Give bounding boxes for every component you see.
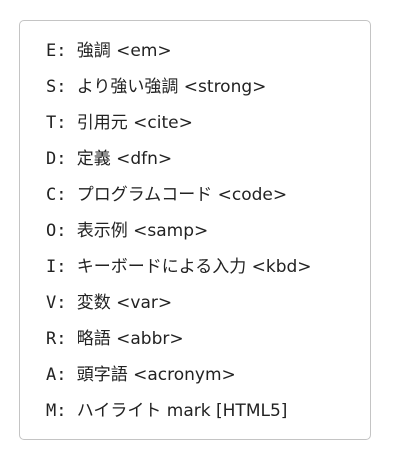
shortcut-description: 変数 <var> xyxy=(76,293,173,313)
list-item-samp: O: 表示例 <samp> xyxy=(46,221,312,257)
list-item-cite: T: 引用元 <cite> xyxy=(46,113,312,149)
list-item-dfn: D: 定義 <dfn> xyxy=(46,149,312,185)
shortcut-description: 表示例 <samp> xyxy=(76,221,209,241)
shortcut-description: キーボードによる入力 <kbd> xyxy=(76,257,312,277)
shortcut-key: A: xyxy=(46,365,67,385)
shortcut-description: プログラムコード <code> xyxy=(76,185,288,205)
shortcut-description: 頭字語 <acronym> xyxy=(76,365,236,385)
shortcut-key: C: xyxy=(46,185,67,205)
shortcut-key: I: xyxy=(46,257,67,277)
shortcut-description: 引用元 <cite> xyxy=(76,113,193,133)
shortcut-key: E: xyxy=(46,41,67,61)
shortcut-key: R: xyxy=(46,329,67,349)
shortcut-key: V: xyxy=(46,293,67,313)
shortcut-key: M: xyxy=(46,401,67,421)
list-item-code: C: プログラムコード <code> xyxy=(46,185,312,221)
shortcut-key: D: xyxy=(46,149,67,169)
format-shortcut-list: E: 強調 <em> S: より強い強調 <strong> T: 引用元 <ci… xyxy=(46,41,312,437)
shortcut-description: より強い強調 <strong> xyxy=(76,77,267,97)
shortcut-description: 略語 <abbr> xyxy=(76,329,184,349)
list-item-var: V: 変数 <var> xyxy=(46,293,312,329)
list-item-mark: M: ハイライト mark [HTML5] xyxy=(46,401,312,437)
list-item-acronym: A: 頭字語 <acronym> xyxy=(46,365,312,401)
list-item-kbd: I: キーボードによる入力 <kbd> xyxy=(46,257,312,293)
shortcut-description: ハイライト mark [HTML5] xyxy=(76,401,288,421)
list-item-emphasis: E: 強調 <em> xyxy=(46,41,312,77)
shortcut-description: 定義 <dfn> xyxy=(76,149,173,169)
list-item-abbr: R: 略語 <abbr> xyxy=(46,329,312,365)
format-list-panel: E: 強調 <em> S: より強い強調 <strong> T: 引用元 <ci… xyxy=(19,20,371,440)
shortcut-key: S: xyxy=(46,77,67,97)
list-item-strong: S: より強い強調 <strong> xyxy=(46,77,312,113)
shortcut-key: T: xyxy=(46,113,67,133)
shortcut-description: 強調 <em> xyxy=(76,41,172,61)
shortcut-key: O: xyxy=(46,221,67,241)
